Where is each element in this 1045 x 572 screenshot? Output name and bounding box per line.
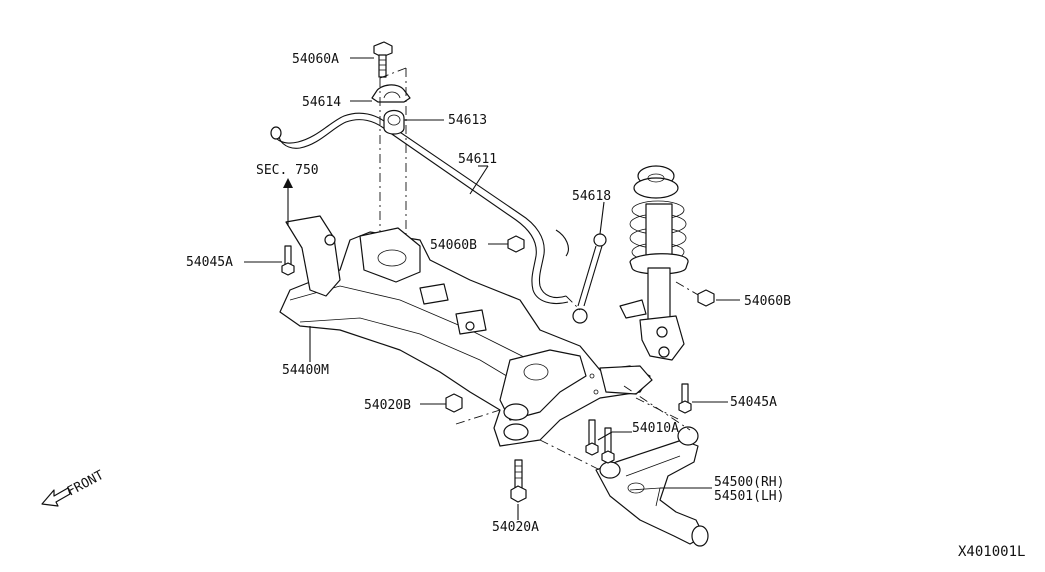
clamp-54614 — [371, 84, 411, 103]
label-arm-lh: 54501(LH) — [714, 489, 784, 504]
sec-arrow — [283, 178, 293, 226]
label-bolt-right: 54045A — [730, 395, 777, 410]
label-nut-right: 54060B — [744, 294, 791, 309]
strut-assembly — [619, 165, 689, 361]
suspension-member — [279, 215, 653, 447]
nut-right — [697, 289, 715, 307]
label-bolt-top: 54060A — [292, 52, 339, 67]
label-link: 54618 — [572, 189, 611, 204]
label-bolt-left: 54045A — [186, 255, 233, 270]
label-stabilizer-bar: 54611 — [458, 152, 497, 167]
stabilizer-link — [572, 233, 607, 324]
diagram-number: X401001L — [958, 544, 1025, 560]
lower-control-arm — [595, 426, 709, 547]
bolt-left-54045a — [281, 245, 295, 276]
bolt-54020a — [510, 459, 527, 503]
label-bolts-center: 54010A — [632, 421, 679, 436]
front-label: FRONT — [65, 468, 107, 500]
nut-54020b — [445, 393, 463, 413]
label-bolt-bottom: 54020A — [492, 520, 539, 535]
bushing-54613 — [383, 109, 405, 135]
label-member: 54400M — [282, 363, 329, 378]
stabilizer-bar — [270, 112, 569, 305]
front-direction-arrow: FRONT — [41, 468, 107, 507]
label-sec-ref: SEC. 750 — [256, 163, 319, 178]
bolt-right-54045a — [678, 383, 692, 414]
label-nut-lower: 54020B — [364, 398, 411, 413]
bolt-54060a — [373, 41, 393, 78]
bolts-54010a — [585, 419, 615, 464]
label-nut-left: 54060B — [430, 238, 477, 253]
label-arm-rh: 54500(RH) — [714, 475, 784, 490]
nut-left-54060b — [507, 235, 525, 253]
label-clamp: 54614 — [302, 95, 341, 110]
label-bushing: 54613 — [448, 113, 487, 128]
